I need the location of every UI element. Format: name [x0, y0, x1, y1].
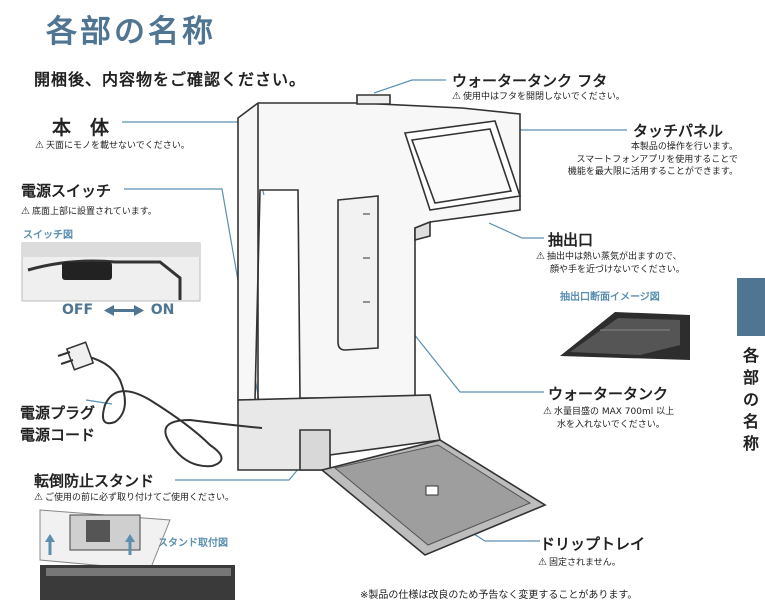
- label-outlet: 抽出口: [548, 231, 594, 249]
- label-outlet-diagram: 抽出口断面イメージ図: [560, 292, 660, 303]
- warning-icon: ⚠: [21, 206, 30, 217]
- switch-diagram: [21, 242, 201, 302]
- note-drip-tray: ⚠固定されません。: [538, 557, 621, 568]
- label-water-tank: ウォータータンク: [548, 385, 669, 403]
- label-drip-tray: ドリップトレイ: [540, 535, 646, 553]
- outlet-section-diagram: [560, 312, 690, 360]
- note-power-switch: ⚠底面上部に設置されています。: [21, 206, 157, 217]
- stand-diagram: [39, 509, 235, 600]
- desc-touch-panel: 本製品の操作を行います。 スマートフォンアプリを使用することで 機能を最大限に活…: [567, 142, 738, 177]
- off-label: OFF: [62, 302, 94, 318]
- side-tab-label: 各 部 の 名 称: [742, 346, 759, 453]
- footer-note: ※製品の仕様は改良のため予告なく変更することがあります。: [360, 590, 638, 601]
- note-outlet: ⚠抽出中は熱い蒸気が出ますので、 顔や手を近づけないでください。: [536, 251, 685, 275]
- off-on-label: OFF ON: [62, 302, 174, 318]
- note-tank-lid: ⚠使用中はフタを開閉しないでください。: [452, 91, 625, 102]
- warning-icon: ⚠: [538, 557, 547, 568]
- label-body: 本 体: [52, 117, 110, 139]
- warning-icon: ⚠: [34, 492, 43, 503]
- intro-text: 開梱後、内容物をご確認ください。: [34, 70, 307, 89]
- warning-icon: ⚠: [536, 251, 545, 262]
- power-cord-illustration: [57, 341, 263, 468]
- machine-illustration: [237, 94, 547, 556]
- label-tank-lid: ウォータータンク フタ: [452, 72, 608, 90]
- warning-icon: ⚠: [452, 91, 461, 102]
- label-power-plug: 電源プラグ: [20, 404, 96, 422]
- warning-icon: ⚠: [543, 406, 552, 417]
- note-body: ⚠天面にモノを載せないでください。: [35, 140, 190, 151]
- note-water-tank: ⚠水量目盛の MAX 700ml 以上 水を入れないでください。: [543, 406, 675, 430]
- label-touch-panel: タッチパネル: [633, 122, 724, 140]
- side-tab: [737, 278, 765, 336]
- label-switch-diagram: スイッチ図: [23, 230, 73, 241]
- note-stand: ⚠ご使用の前に必ず取り付けてご使用ください。: [34, 492, 234, 503]
- warning-icon: ⚠: [35, 140, 44, 151]
- label-stand-diagram: スタンド取付図: [158, 538, 228, 549]
- label-power-switch: 電源スイッチ: [21, 182, 112, 200]
- label-power-cord: 電源コード: [20, 426, 96, 444]
- off-on-arrow: [104, 305, 144, 316]
- on-label: ON: [150, 302, 175, 318]
- label-stand: 転倒防止スタンド: [34, 472, 155, 490]
- page-title: 各部の名称: [46, 14, 216, 50]
